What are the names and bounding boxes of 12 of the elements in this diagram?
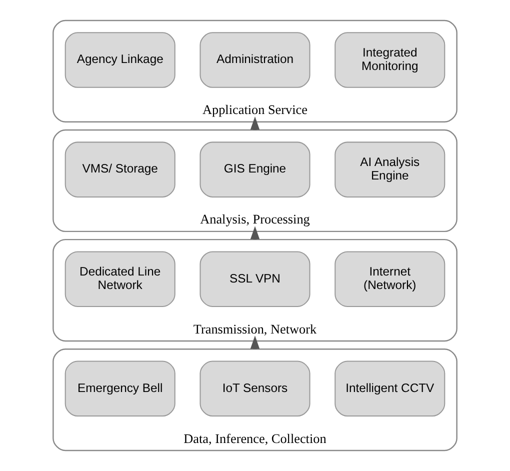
node-box: GIS Engine [200,142,310,198]
node-box: Administration [200,32,310,88]
node-box: SSL VPN [200,251,310,307]
node-box: IoT Sensors [200,360,310,417]
node-box: Dedicated Line Network [64,251,176,307]
node-box: Emergency Bell [64,360,176,417]
node-box: VMS/ Storage [64,142,176,198]
node-box: Agency Linkage [64,32,176,88]
node-box: Internet (Network) [334,251,446,307]
node-box: Intelligent CCTV [334,360,446,417]
node-box: Integrated Monitoring [334,32,446,88]
node-box: AI Analysis Engine [334,142,446,198]
